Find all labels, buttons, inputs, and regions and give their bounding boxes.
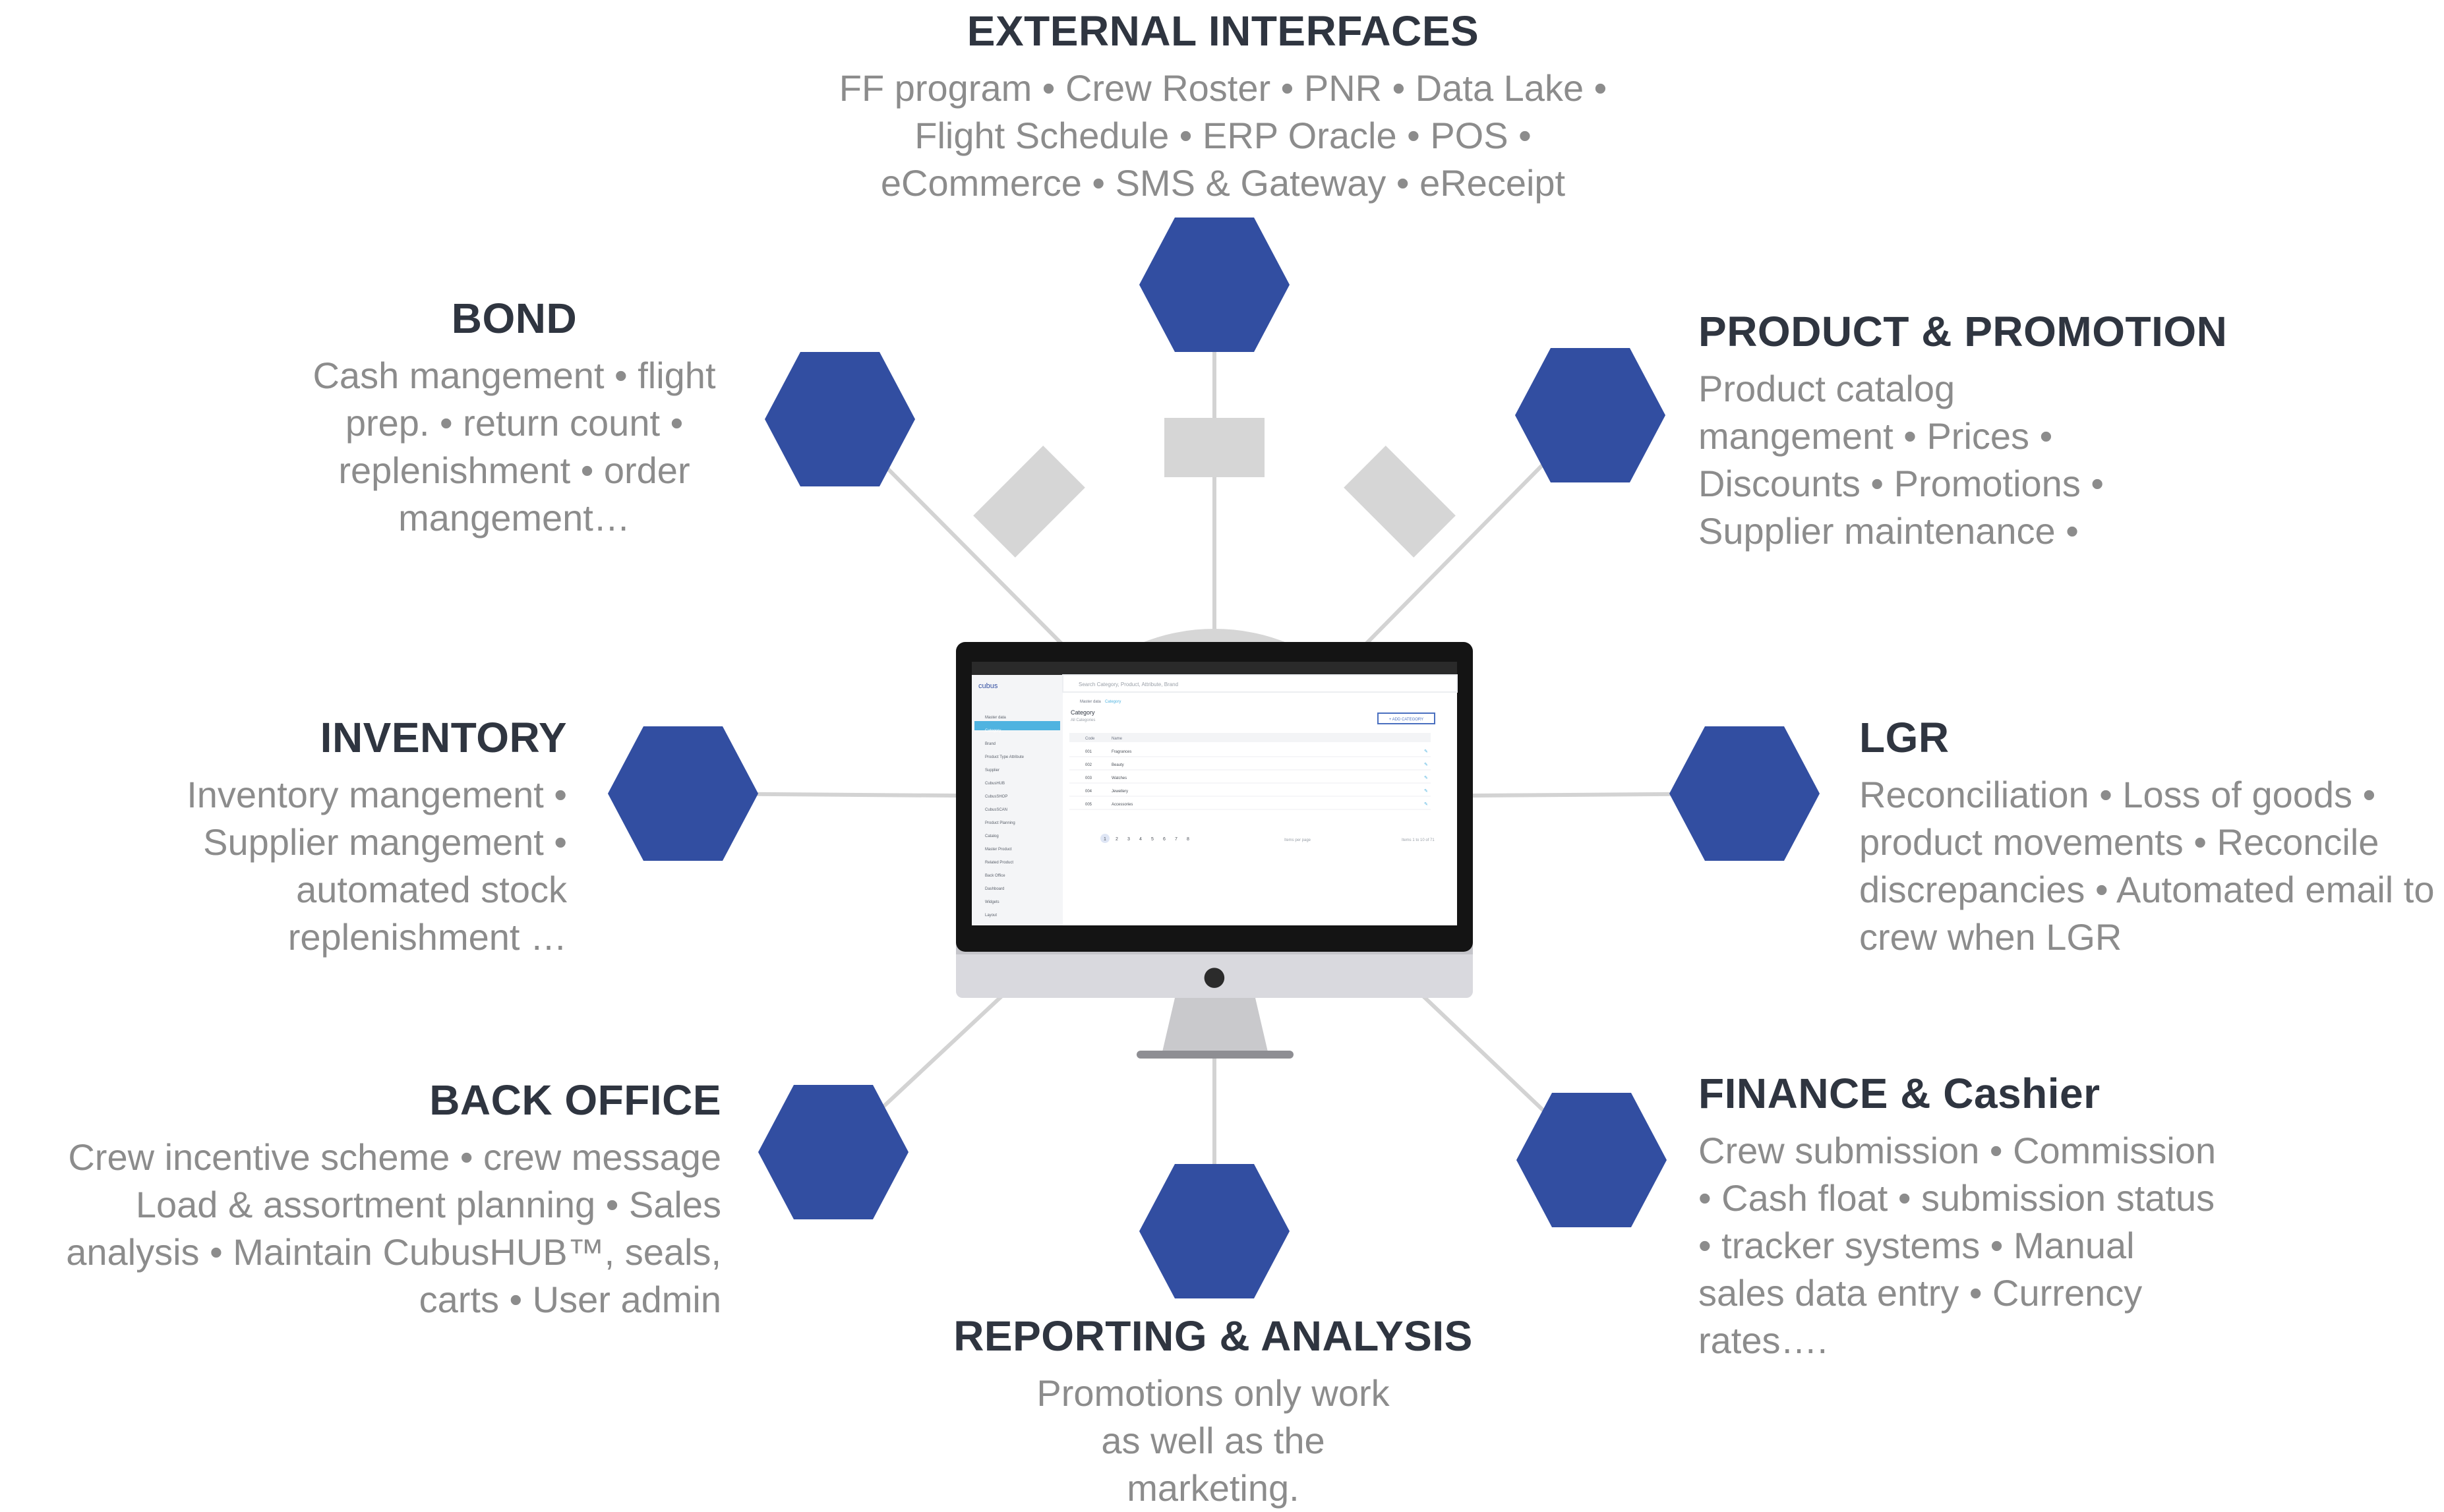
hexagon-reporting [1139, 1164, 1290, 1298]
module-backoffice: BACK OFFICE Crew incentive scheme • crew… [13, 1076, 721, 1323]
screen-column-code: Code [1085, 737, 1095, 741]
screen-row-name: Jewellery [1112, 790, 1128, 794]
screen-sidebar-item: Supplier [985, 769, 999, 772]
module-reporting: REPORTING & ANALYSIS Promotions only wor… [883, 1312, 1543, 1512]
screen-search-placeholder: Search Category, Product, Attribute, Bra… [1079, 682, 1178, 687]
module-description: FF program • Crew Roster • PNR • Data La… [839, 67, 1607, 204]
screen-row-code: 004 [1085, 790, 1092, 794]
screen-row-edit-icon: ✎ [1424, 789, 1428, 794]
screen-breadcrumb-home: Master data [1080, 700, 1101, 704]
module-title: BACK OFFICE [429, 1076, 721, 1124]
screen-page-number: 8 [1187, 837, 1189, 842]
module-title: LGR [1859, 714, 1950, 761]
screen-sidebar-item: Back Office [985, 874, 1005, 878]
screen-row-code: 003 [1085, 776, 1092, 780]
module-inventory: INVENTORY Inventory mangement • Supplier… [145, 713, 567, 961]
screen-row-name: Fragrances [1112, 750, 1131, 754]
screen-page-number: 3 [1127, 837, 1130, 842]
screen-row-edit-icon: ✎ [1424, 776, 1428, 780]
screen-sidebar-item: Related Product [985, 861, 1013, 865]
hexagon-external [1139, 218, 1290, 352]
screen-page-number: 4 [1139, 837, 1142, 842]
screen-sidebar-item: Brand [985, 742, 996, 746]
screen-page-number: 7 [1175, 837, 1177, 842]
screen-page-subtitle: All Categories [1071, 718, 1095, 722]
module-description: Crew submission • Commission • Cash floa… [1698, 1130, 2217, 1361]
module-product: PRODUCT & PROMOTION Product catalog mang… [1698, 307, 2228, 555]
screen-row-code: 002 [1085, 763, 1092, 767]
module-title: PRODUCT & PROMOTION [1698, 308, 2228, 355]
screen-row-code: 001 [1085, 750, 1092, 754]
hexagon-inventory [608, 726, 758, 861]
screen-sidebar-item: Master data [985, 716, 1006, 720]
module-description: Inventory mangement • Supplier mangement… [187, 774, 567, 958]
hexagon-bond [765, 352, 915, 486]
screen-sidebar [972, 675, 1063, 925]
screen-page-title: Category [1071, 709, 1095, 716]
module-title: INVENTORY [320, 714, 567, 761]
module-description: Reconciliation • Loss of goods • product… [1859, 774, 2435, 958]
module-finance: FINANCE & Cashier Crew submission • Comm… [1698, 1069, 2226, 1364]
module-description: Promotions only work as well as the mark… [1036, 1372, 1390, 1509]
module-external: EXTERNAL INTERFACES FF program • Crew Ro… [818, 7, 1628, 207]
screen-column-name: Name [1112, 737, 1123, 741]
screen-sidebar-item: CubusSCAN [985, 808, 1007, 812]
hexagon-backoffice [758, 1085, 909, 1219]
screen-range-label: Items 1 to 10 of 71 [1402, 838, 1435, 842]
screen-page-number: 5 [1151, 837, 1154, 842]
screen-sidebar-item: Master Product [985, 848, 1012, 852]
screen-page-current [1100, 834, 1110, 843]
monitor-stand [1162, 998, 1268, 1055]
screen-sidebar-item: CubusSHOP [985, 795, 1007, 799]
screen-breadcrumb-current: Category [1105, 700, 1121, 704]
module-title: EXTERNAL INTERFACES [967, 7, 1479, 55]
screen-sidebar-item: CubusHUB [985, 782, 1005, 786]
module-description: Cash mangement • flight prep. • return c… [313, 355, 716, 538]
screen-sidebar-item: Layout [985, 914, 997, 917]
computer-monitor: ● cubus Search Category, Product, Attribu… [956, 642, 1473, 1059]
screen-row-name: Beauty [1112, 763, 1124, 767]
screen-row-edit-icon: ✎ [1424, 763, 1428, 767]
hexagon-finance [1516, 1093, 1667, 1227]
hexagon-product [1515, 348, 1665, 482]
screen-page-number: 6 [1163, 837, 1166, 842]
screen-logo: cubus [978, 682, 998, 690]
diagram-canvas: ● cubus Search Category, Product, Attribu… [13, 7, 2439, 1509]
screen-add-button-label: + ADD CATEGORY [1389, 718, 1423, 722]
screen-sidebar-item: Catalog [985, 834, 999, 838]
screen-sidebar-item: Widgets [985, 900, 999, 904]
screen-row-edit-icon: ✎ [1424, 802, 1428, 807]
module-title: REPORTING & ANALYSIS [953, 1312, 1473, 1360]
module-title: BOND [451, 295, 578, 342]
screen-sidebar-item: Category [985, 729, 1001, 733]
hexagon-lgr [1669, 726, 1820, 861]
module-lgr: LGR Reconciliation • Loss of goods • pro… [1859, 713, 2439, 961]
screen-sidebar-item: Product Type Attribute [985, 755, 1025, 759]
module-description: Product catalog mangement • Prices • Dis… [1698, 368, 2104, 552]
screen-row-edit-icon: ✎ [1424, 749, 1428, 754]
screen-page-number: 2 [1116, 837, 1118, 842]
screen-add-button [1377, 712, 1435, 724]
screen-page-number: 1 [1104, 837, 1106, 842]
module-title: FINANCE & Cashier [1698, 1070, 2101, 1117]
screen-row-name: Accessories [1112, 803, 1133, 807]
screen-row-code: 005 [1085, 803, 1092, 807]
diagram-graphics: ● cubus Search Category, Product, Attribu… [608, 218, 1820, 1298]
hexagon-nodes [608, 218, 1820, 1298]
screen-row-name: Watches [1112, 776, 1127, 780]
screen-sidebar-active [974, 721, 1060, 730]
screen-rows-label: Items per page [1284, 838, 1311, 842]
module-bond: BOND Cash mangement • flight prep. • ret… [283, 294, 745, 542]
screen-sidebar-item: Dashboard [985, 887, 1004, 891]
module-description: Crew incentive scheme • crew message Loa… [66, 1136, 721, 1320]
apple-logo-icon: ● [1203, 961, 1226, 991]
screen-sidebar-item: Product Planning [985, 821, 1015, 825]
